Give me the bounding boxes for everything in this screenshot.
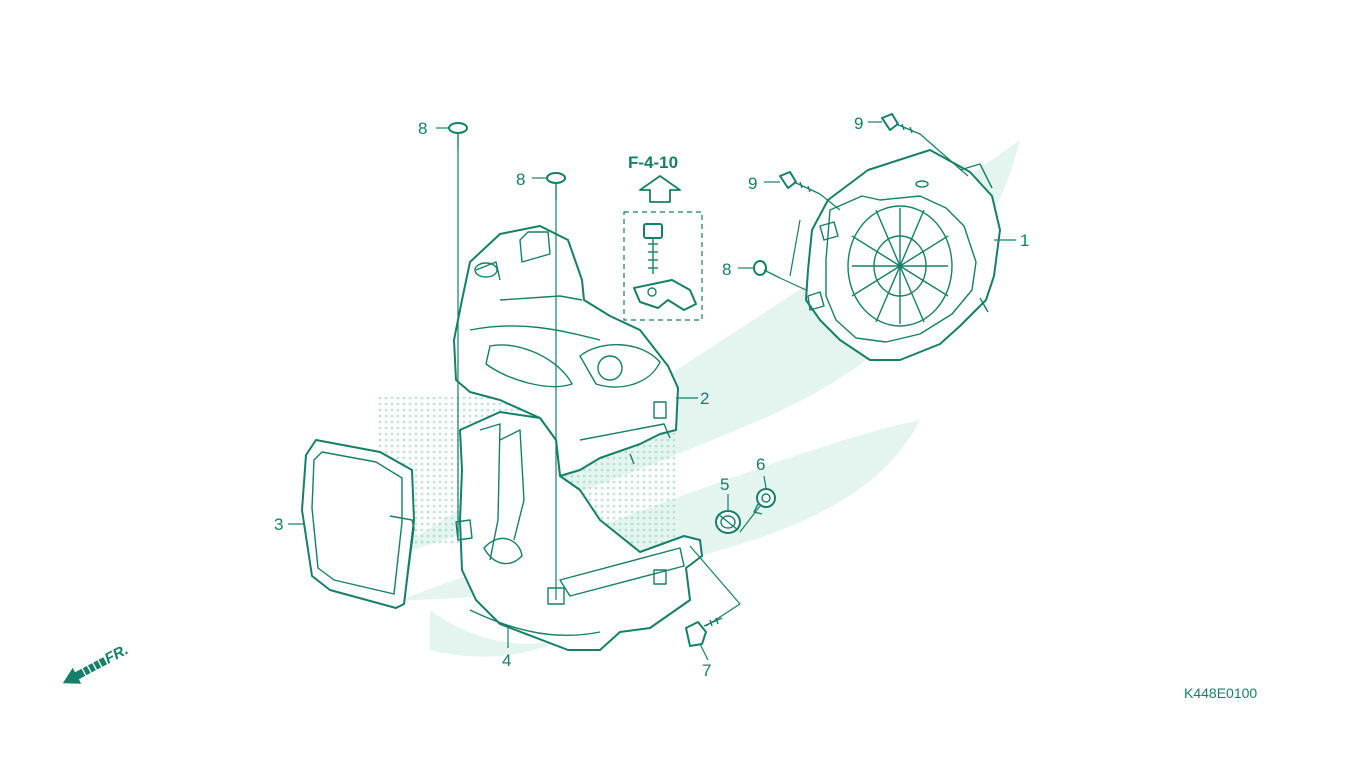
- up-arrow-icon: [639, 175, 681, 203]
- part-flange-bolt: [685, 617, 723, 647]
- callout-2[interactable]: 2: [700, 389, 709, 408]
- callout-1[interactable]: 1: [1020, 231, 1029, 250]
- callout-6[interactable]: 6: [756, 455, 765, 474]
- figure-code: K448E0100: [1184, 685, 1257, 701]
- callout-4[interactable]: 4: [502, 651, 511, 670]
- callout-8a[interactable]: 8: [418, 119, 427, 138]
- part-screw-8b: [546, 172, 566, 200]
- reference-detail-box: F-4-10: [623, 153, 703, 321]
- part-screw-8c: [753, 260, 781, 279]
- callout-3[interactable]: 3: [274, 515, 283, 534]
- callout-8c[interactable]: 8: [722, 260, 731, 279]
- part-grommet: [715, 510, 741, 534]
- callout-8b[interactable]: 8: [516, 170, 525, 189]
- callout-7[interactable]: 7: [702, 661, 711, 680]
- reference-bracket: [633, 279, 697, 311]
- callouts: 1 2 3 4 5 6 7 8 8 8 9 9: [274, 114, 1029, 680]
- part-lower-shroud: [455, 411, 703, 651]
- callout-5[interactable]: 5: [720, 475, 729, 494]
- fan-grille: [851, 208, 949, 324]
- part-screw-8a: [448, 122, 468, 150]
- part-collar: [753, 488, 776, 515]
- leader-lines: [288, 121, 1016, 661]
- front-direction-indicator: FR.: [62, 641, 131, 684]
- part-upper-shroud: [453, 225, 679, 477]
- reference-bolt: [643, 223, 663, 274]
- part-seal-ring: [301, 439, 415, 609]
- callout-9b[interactable]: 9: [748, 174, 757, 193]
- part-bolt-9a: [881, 113, 921, 135]
- part-fan-cover: [805, 149, 1001, 361]
- part-bolt-9b: [779, 171, 821, 195]
- front-arrow-icon: [62, 657, 108, 684]
- callout-9a[interactable]: 9: [854, 114, 863, 133]
- reference-label[interactable]: F-4-10: [628, 153, 678, 172]
